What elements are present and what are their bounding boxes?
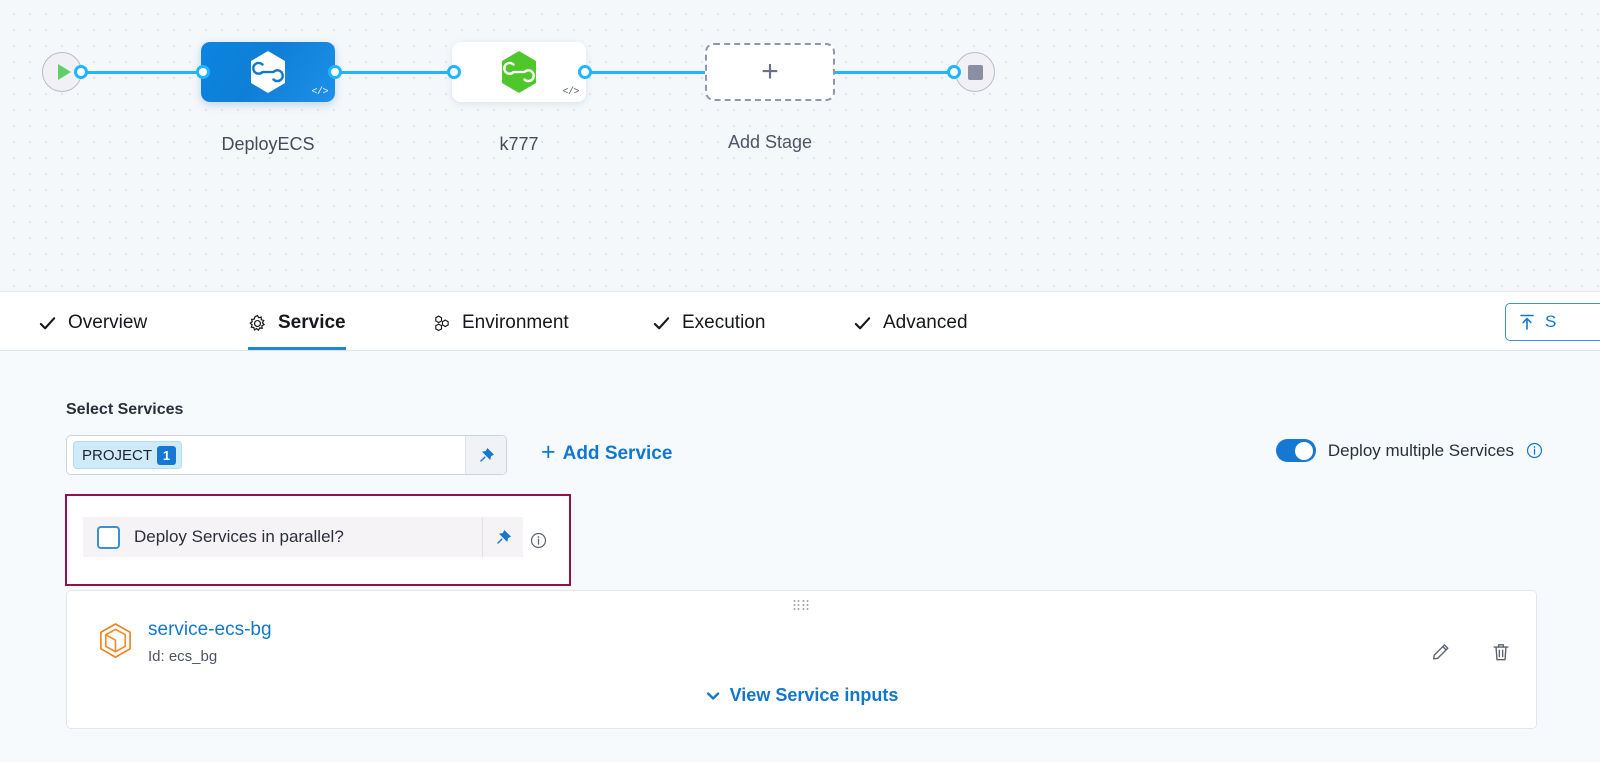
service-tab-content: Select Services PROJECT 1 + Add Service bbox=[0, 351, 1600, 762]
stage-code-mark[interactable]: </> bbox=[562, 87, 579, 98]
deploy-parallel-checkbox[interactable] bbox=[97, 525, 120, 549]
deploy-parallel-highlight-box: Deploy Services in parallel? bbox=[65, 494, 571, 586]
tab-service[interactable]: Service bbox=[248, 292, 346, 350]
deploy-multiple-services-label: Deploy multiple Services bbox=[1327, 440, 1514, 460]
stage-code-mark[interactable]: </> bbox=[311, 87, 328, 98]
harness-hex-icon bbox=[502, 51, 536, 93]
view-service-inputs-label: View Service inputs bbox=[729, 685, 899, 705]
chip-count-badge: 1 bbox=[157, 445, 177, 465]
tab-label: Service bbox=[278, 312, 346, 333]
deploy-parallel-row: Deploy Services in parallel? bbox=[83, 517, 523, 557]
pin-services-field-button[interactable] bbox=[465, 436, 506, 474]
connector-dot-start bbox=[74, 65, 88, 79]
add-service-button[interactable]: + Add Service bbox=[541, 438, 673, 466]
service-id-label: Id: ecs_bg bbox=[148, 647, 218, 665]
deploy-multiple-services-control: Deploy multiple Services bbox=[1275, 439, 1543, 462]
tab-advanced[interactable]: Advanced bbox=[853, 292, 968, 350]
drag-dots-icon[interactable] bbox=[793, 600, 810, 611]
tab-label: Advanced bbox=[883, 312, 968, 333]
plus-icon: + bbox=[761, 55, 779, 88]
tab-label: Overview bbox=[68, 312, 148, 333]
pin-icon bbox=[496, 529, 511, 544]
stop-icon bbox=[967, 64, 983, 80]
view-service-inputs-button[interactable]: View Service inputs bbox=[705, 685, 899, 706]
check-icon bbox=[39, 316, 56, 329]
tab-label: Execution bbox=[682, 312, 766, 333]
service-text-block: service-ecs-bg Id: ecs_bg bbox=[148, 619, 272, 665]
check-icon bbox=[653, 316, 670, 329]
service-card-actions bbox=[1430, 641, 1512, 663]
service-identity: service-ecs-bg Id: ecs_bg bbox=[97, 619, 272, 665]
tab-label: Environment bbox=[462, 312, 569, 333]
connector-dot-stage1-in bbox=[196, 65, 210, 79]
trash-icon[interactable] bbox=[1490, 641, 1512, 663]
connector-start-to-stage1 bbox=[78, 71, 208, 74]
service-chip-project[interactable]: PROJECT 1 bbox=[73, 441, 183, 469]
tab-environment[interactable]: Environment bbox=[432, 292, 569, 350]
toggle-knob bbox=[1295, 441, 1314, 460]
active-tab-underline bbox=[248, 347, 346, 350]
pin-icon bbox=[479, 447, 494, 462]
chevron-down-icon bbox=[706, 691, 719, 700]
connector-dot-stage2-in bbox=[447, 65, 461, 79]
deploy-parallel-label: Deploy Services in parallel? bbox=[134, 527, 344, 546]
deploy-multiple-services-toggle[interactable] bbox=[1275, 439, 1316, 462]
stage-label-k777: k777 bbox=[499, 134, 539, 154]
connector-dot-stage1-out bbox=[328, 65, 342, 79]
save-as-template-label: S bbox=[1545, 312, 1557, 331]
stage-node-deployecs[interactable]: </> bbox=[201, 42, 335, 102]
select-services-heading: Select Services bbox=[66, 401, 184, 418]
add-service-label: Add Service bbox=[562, 443, 673, 464]
select-services-input[interactable]: PROJECT 1 bbox=[66, 435, 507, 475]
connector-stage1-to-stage2 bbox=[330, 71, 460, 74]
plus-icon: + bbox=[541, 438, 556, 466]
tab-overview[interactable]: Overview bbox=[38, 292, 147, 350]
info-icon[interactable] bbox=[530, 532, 547, 549]
pencil-icon[interactable] bbox=[1430, 641, 1452, 663]
chip-label: PROJECT bbox=[82, 446, 153, 464]
add-stage-node[interactable]: + bbox=[705, 43, 835, 101]
selected-services-values[interactable]: PROJECT 1 bbox=[67, 436, 465, 474]
stage-label-deployecs: DeployECS bbox=[221, 134, 315, 154]
connector-stage2-to-add bbox=[580, 71, 710, 74]
info-icon[interactable] bbox=[1526, 442, 1543, 459]
stage-tabbar: Overview Service Environment Execution bbox=[0, 292, 1600, 351]
pipeline-end-node[interactable] bbox=[955, 52, 995, 92]
service-card[interactable]: service-ecs-bg Id: ecs_bg bbox=[66, 590, 1537, 729]
pipeline-graph: </> DeployECS </> k777 + Add Stage bbox=[0, 0, 1600, 291]
upload-template-icon bbox=[1520, 314, 1534, 330]
check-icon bbox=[854, 316, 871, 329]
harness-hex-icon bbox=[251, 51, 285, 93]
play-icon bbox=[57, 64, 71, 80]
gear-icon bbox=[249, 314, 266, 331]
pipeline-canvas[interactable]: </> DeployECS </> k777 + Add Stage bbox=[0, 0, 1600, 292]
save-as-template-button[interactable]: S bbox=[1505, 303, 1600, 341]
add-stage-label: Add Stage bbox=[727, 132, 813, 152]
service-hex-icon bbox=[100, 623, 131, 658]
stage-node-k777[interactable]: </> bbox=[452, 42, 586, 102]
environment-icon bbox=[435, 314, 449, 331]
service-name-link[interactable]: service-ecs-bg bbox=[148, 619, 272, 640]
connector-dot-stage2-out bbox=[578, 65, 592, 79]
tab-execution[interactable]: Execution bbox=[652, 292, 765, 350]
connector-dot-end bbox=[947, 65, 961, 79]
pin-parallel-field-button[interactable] bbox=[482, 517, 523, 557]
connector-add-to-end bbox=[828, 71, 960, 74]
